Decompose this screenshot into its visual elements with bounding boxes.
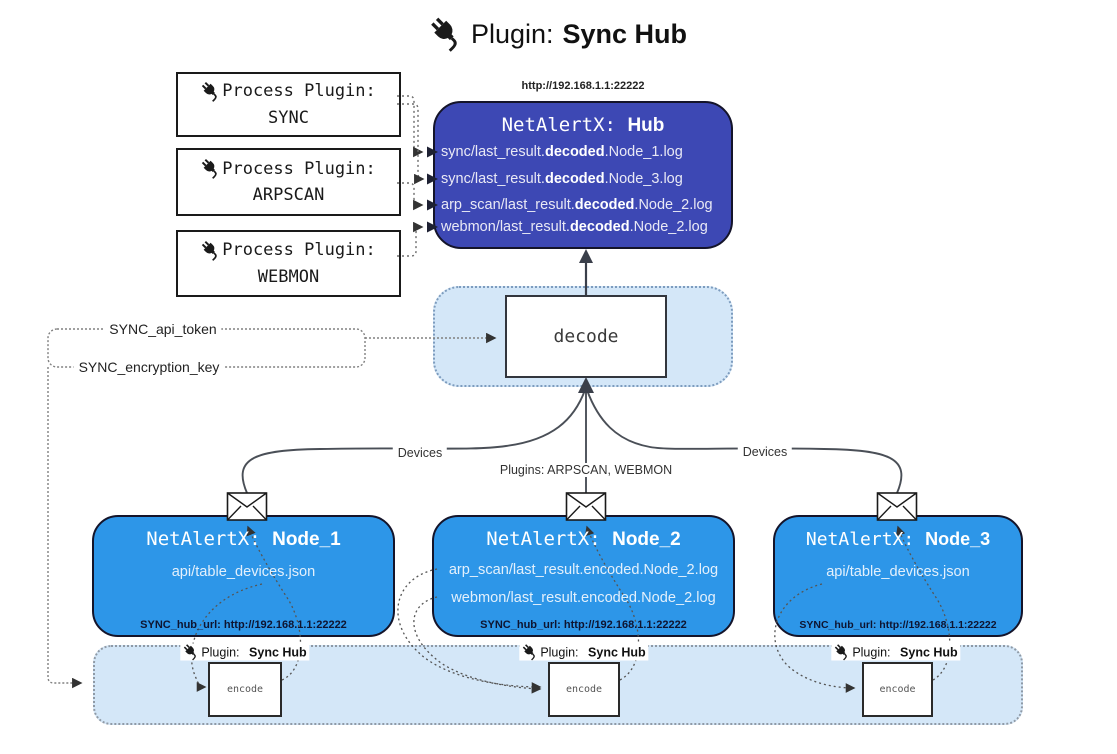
plug-icon (201, 240, 220, 261)
sync-hub-plugin-label: Plugin: Sync Hub (519, 643, 649, 661)
hub-log-line: sync/last_result.decoded.Node_3.log (441, 171, 683, 187)
sync-encryption-key-label: SYNC_encryption_key (73, 359, 225, 375)
plug-icon (834, 644, 849, 661)
process-plugin-name: WEBMON (257, 266, 320, 287)
process-plugin-name: SYNC (268, 107, 309, 128)
hub-box (433, 101, 733, 249)
plug-icon (183, 644, 198, 661)
process-plugin-arpscan-box: Process Plugin: ARPSCAN (176, 148, 401, 216)
node-2-hub-url: SYNC_hub_url: http://192.168.1.1:22222 (480, 619, 687, 631)
node-2-file: webmon/last_result.encoded.Node_2.log (451, 590, 716, 606)
hub-title: NetAlertX: Hub (501, 114, 665, 136)
sync-hub-plugin-label: Plugin: Sync Hub (831, 643, 961, 661)
plug-icon (430, 16, 462, 52)
page-title-name: Sync Hub (562, 18, 688, 49)
decode-box: decode (505, 295, 667, 378)
hub-log-line: arp_scan/last_result.decoded.Node_2.log (441, 197, 713, 213)
plugins-edge-label: Plugins: ARPSCAN, WEBMON (494, 463, 678, 477)
node-3-file: api/table_devices.json (826, 564, 970, 580)
devices-edge-label-right: Devices (737, 445, 793, 459)
node-3-hub-url: SYNC_hub_url: http://192.168.1.1:22222 (799, 619, 997, 631)
process-plugin-name: ARPSCAN (252, 185, 325, 205)
encode-box: encode (208, 662, 282, 717)
devices-edge-label-left: Devices (392, 446, 448, 460)
node-3-title: NetAlertX: Node_3 (805, 529, 991, 550)
page-title: Plugin: Sync Hub (0, 16, 1117, 52)
hub-log-line: sync/last_result.decoded.Node_1.log (441, 144, 683, 160)
plug-icon (201, 158, 220, 179)
node-1-hub-url: SYNC_hub_url: http://192.168.1.1:22222 (140, 619, 347, 631)
process-plugin-sync-box: Process Plugin: SYNC (176, 72, 401, 137)
process-plugin-label: Process Plugin: (222, 158, 376, 179)
hub-url: http://192.168.1.1:22222 (521, 80, 645, 92)
hub-log-line: webmon/last_result.decoded.Node_2.log (441, 219, 708, 235)
page-title-prefix: Plugin: (470, 18, 554, 49)
process-plugin-label: Process Plugin: (222, 81, 376, 102)
node-2-title: NetAlertX: Node_2 (486, 528, 681, 550)
sync-api-token-label: SYNC_api_token (104, 321, 222, 337)
sync-hub-plugin-label: Plugin: Sync Hub (180, 643, 310, 661)
encode-box: encode (548, 662, 620, 717)
process-plugin-webmon-box: Process Plugin: WEBMON (176, 230, 401, 297)
node-1-title: NetAlertX: Node_1 (146, 528, 341, 550)
plug-icon (522, 644, 537, 661)
process-plugin-label: Process Plugin: (222, 240, 376, 261)
node-1-file: api/table_devices.json (171, 564, 316, 580)
encode-box: encode (862, 662, 933, 717)
node-2-file: arp_scan/last_result.encoded.Node_2.log (448, 562, 719, 578)
plug-icon (201, 81, 220, 102)
